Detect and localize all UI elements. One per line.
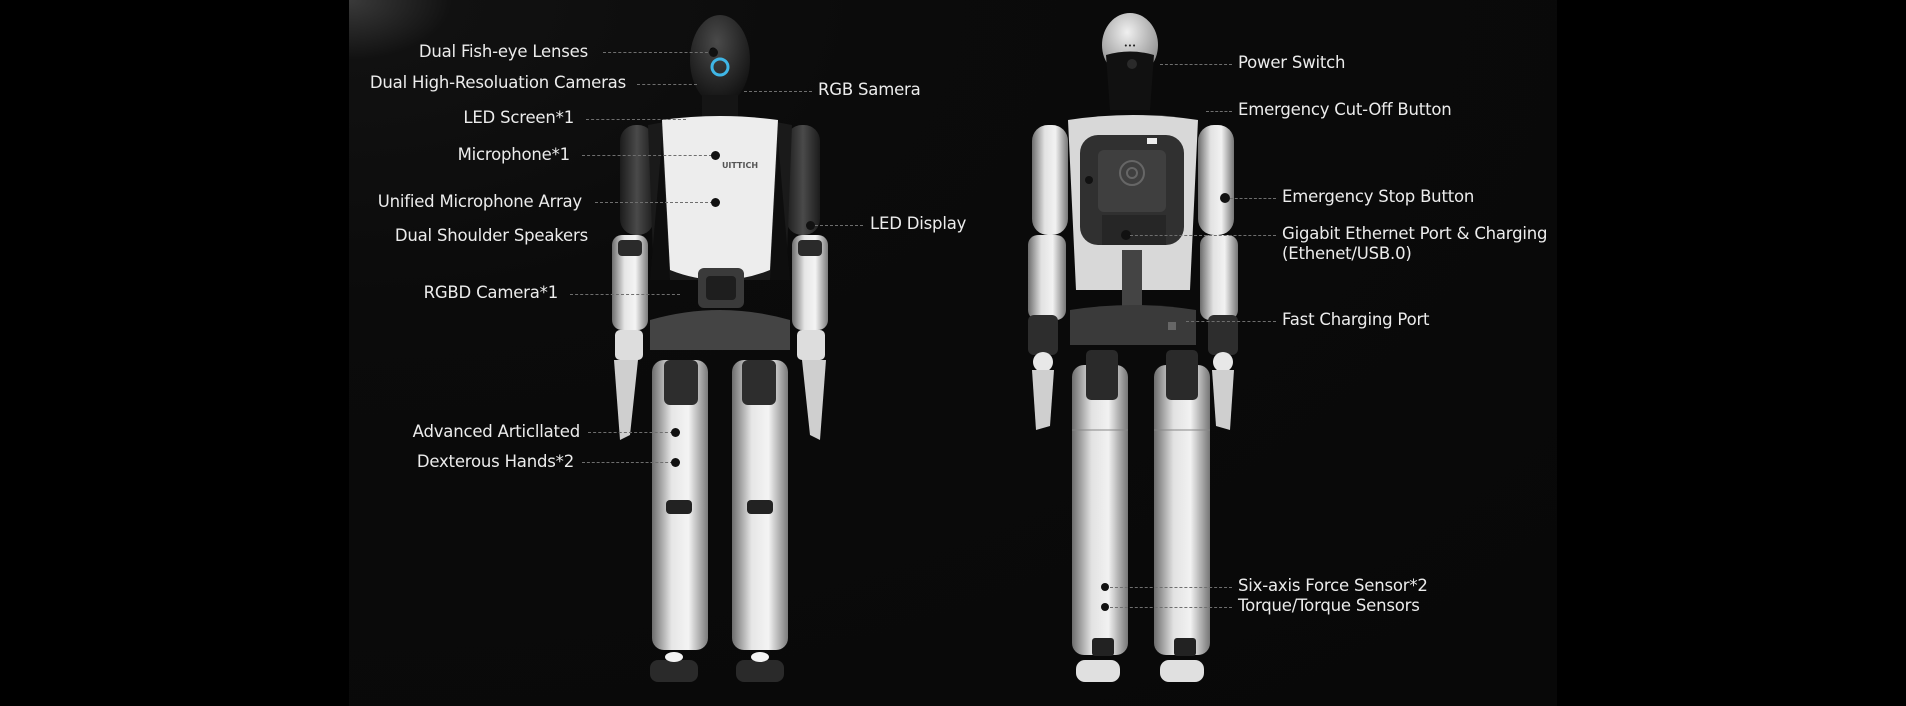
callout-ethernet-port: Gigabit Ethernet Port & Charging bbox=[1282, 224, 1548, 243]
callout-microphone: Microphone*1 bbox=[457, 145, 571, 164]
leader-line bbox=[1160, 64, 1232, 65]
leader-line bbox=[1230, 198, 1276, 199]
callout-emergency-cutoff: Emergency Cut-Off Button bbox=[1238, 100, 1452, 119]
callout-dual-shoulder-speakers: Dual Shoulder Speakers bbox=[394, 226, 588, 245]
leader-line bbox=[570, 294, 680, 295]
rgb-camera-ring bbox=[710, 57, 730, 77]
callout-torque-sensors: Torque/Torque Sensors bbox=[1238, 596, 1420, 615]
callout-power-switch: Power Switch bbox=[1238, 53, 1346, 72]
anchor-dot bbox=[710, 197, 720, 207]
diagram-panel bbox=[349, 0, 1557, 706]
leader-line bbox=[588, 432, 673, 433]
anchor-dot bbox=[710, 150, 720, 160]
callout-high-resolution-cameras: Dual High-Resoluation Cameras bbox=[369, 73, 626, 92]
leader-line bbox=[582, 155, 712, 156]
callout-unified-microphone-array: Unified Microphone Array bbox=[377, 192, 583, 211]
leader-line bbox=[1186, 321, 1276, 322]
leader-line bbox=[637, 84, 697, 85]
callout-emergency-stop: Emergency Stop Button bbox=[1282, 187, 1475, 206]
leader-line bbox=[603, 52, 713, 53]
callout-six-axis-force-sensor: Six-axis Force Sensor*2 bbox=[1238, 576, 1428, 595]
leader-line bbox=[1130, 235, 1276, 236]
leader-line bbox=[595, 202, 713, 203]
callout-dexterous-hands: Dexterous Hands*2 bbox=[416, 452, 574, 471]
leader-line bbox=[582, 462, 673, 463]
callout-led-display: LED Display bbox=[870, 214, 967, 233]
front-robot-illustration: UITTICH bbox=[612, 15, 828, 682]
leader-line bbox=[1110, 607, 1232, 608]
back-robot-illustration: ••• bbox=[1028, 13, 1238, 682]
leader-line bbox=[1206, 111, 1232, 112]
callout-advanced-articulated: Advanced Articllated bbox=[412, 422, 581, 441]
callout-ethernet-port-detail: (Ethenet/USB.0) bbox=[1282, 244, 1412, 263]
anchor-dot bbox=[670, 457, 680, 467]
callout-fish-eye-lenses: Dual Fish-eye Lenses bbox=[418, 42, 588, 61]
callout-rgbd-camera: RGBD Camera*1 bbox=[423, 283, 559, 302]
anchor-dot bbox=[670, 427, 680, 437]
ethernet-port bbox=[1121, 230, 1131, 240]
callout-led-screen: LED Screen*1 bbox=[463, 108, 574, 127]
callout-rgb-camera: RGB Samera bbox=[818, 80, 921, 99]
chest-logo: UITTICH bbox=[722, 161, 758, 170]
leader-line bbox=[744, 91, 812, 92]
leader-line bbox=[586, 119, 686, 120]
anchor-dot bbox=[805, 220, 815, 230]
power-switch-button bbox=[1127, 59, 1137, 69]
head-mark: ••• bbox=[1124, 42, 1136, 50]
anchor-dot bbox=[708, 47, 718, 57]
leader-line bbox=[815, 225, 863, 226]
callout-fast-charging-port: Fast Charging Port bbox=[1282, 310, 1430, 329]
leader-line bbox=[1110, 587, 1232, 588]
